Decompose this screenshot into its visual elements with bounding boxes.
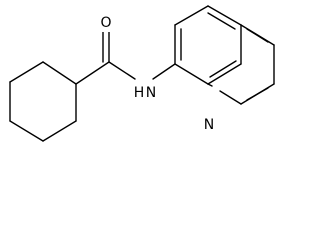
cyclohexane-ring [9, 61, 77, 142]
amide-nitrogen-label-bg [133, 84, 157, 102]
aromatic-bond [209, 60, 237, 78]
bond [9, 120, 44, 142]
ring-nitrogen-label-bg [202, 116, 216, 134]
bond [42, 61, 77, 85]
bond [108, 61, 136, 80]
bond [9, 61, 44, 83]
oxygen-label-bg [97, 14, 115, 32]
bond [207, 63, 242, 85]
bond [75, 61, 110, 85]
bond [207, 5, 242, 26]
bond [174, 5, 209, 26]
aromatic-bond [246, 28, 269, 43]
quinoline-ring [174, 5, 275, 105]
bond [207, 83, 213, 87]
aromatic-bond [207, 12, 236, 30]
amide-nitrogen-label: N [146, 85, 156, 101]
amide-hydrogen-label: H [134, 85, 145, 101]
molecule-canvas: O H N N [9, 5, 275, 142]
bond [42, 120, 77, 142]
ring-nitrogen-label: N [204, 117, 214, 133]
oxygen-atom-label: O [100, 15, 111, 31]
bond [174, 63, 209, 85]
amide-group [75, 29, 176, 85]
molecule-diagram: O H N N [9, 5, 275, 142]
aromatic-bond [246, 87, 269, 101]
bond [152, 63, 176, 80]
bond [219, 90, 242, 105]
